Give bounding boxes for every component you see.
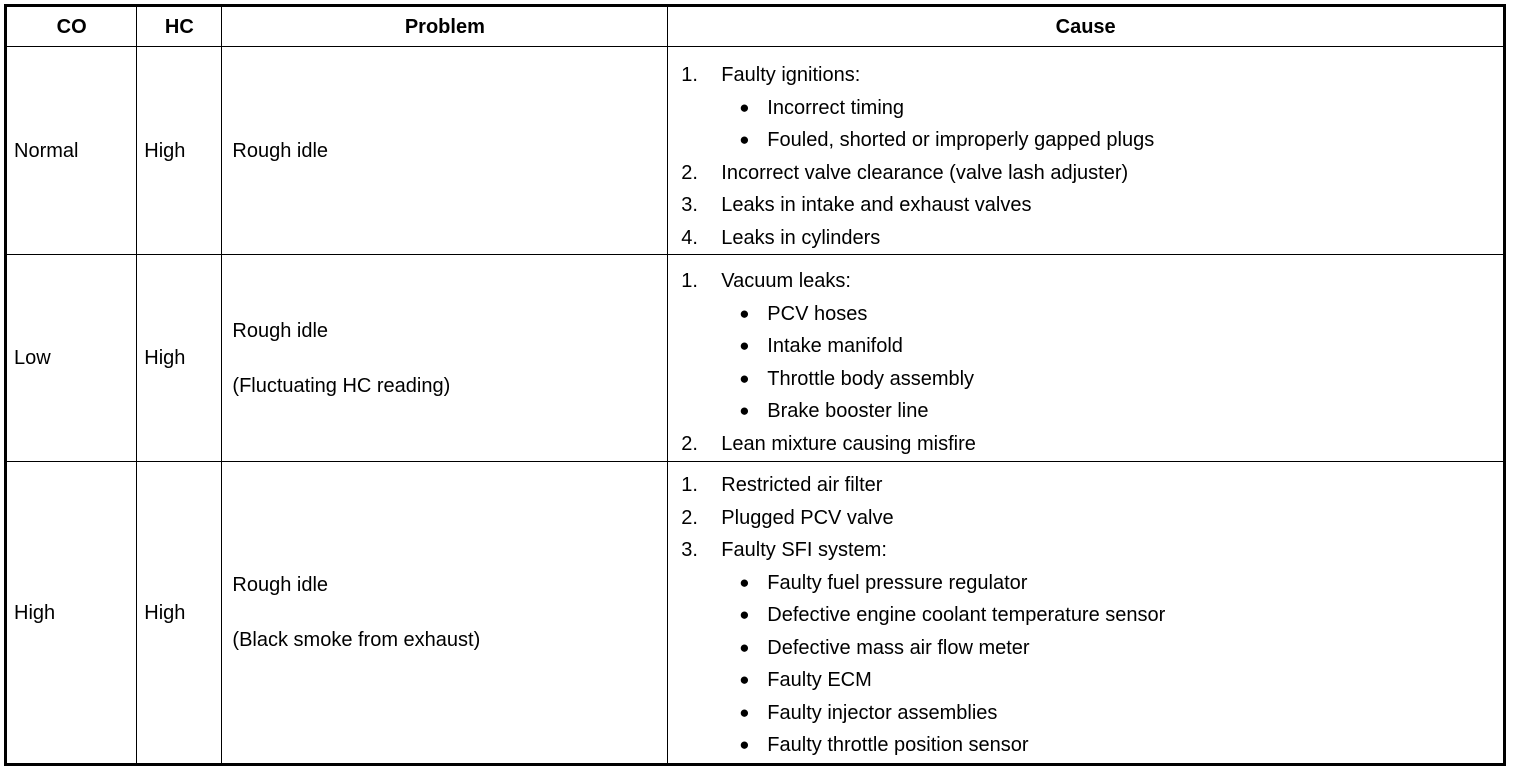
cause-item: 3. Leaks in intake and exhaust valves [668,189,1503,222]
cell-cause: 1. Vacuum leaks: ● PCV hoses ● Intake ma… [667,254,1505,462]
cause-sub-item: ● Faulty injector assemblies [721,697,1503,730]
cause-top-spacer [668,462,1503,469]
cause-sub-item: ● Throttle body assembly [721,363,1503,396]
cause-sub-item: ● Faulty ECM [721,664,1503,697]
cause-sub-item-label: Defective mass air flow meter [767,636,1030,659]
cause-item-label: Incorrect valve clearance (valve lash ad… [721,161,1129,184]
bullet-icon: ● [739,401,750,420]
cause-sub-item: ● Faulty throttle position sensor [721,729,1503,762]
cell-hc: High [136,46,223,255]
cause-sub-item-label: PCV hoses [767,302,868,325]
cause-item: 3. Faulty SFI system: ● Faulty fuel pres… [668,534,1503,762]
cause-item-number: 4. [681,226,698,249]
column-header-cause: Cause [667,5,1505,47]
cause-top-spacer [668,47,1503,59]
cause-item-number: 1. [681,474,698,496]
cause-sub-item-label: Fouled, shorted or improperly gapped plu… [767,129,1155,151]
cause-item-number: 2. [681,432,698,455]
cell-problem: Rough idle (Black smoke from exhaust) [221,461,669,765]
cause-sub-item-label: Faulty fuel pressure regulator [767,571,1028,594]
cause-item: 4. Leaks in cylinders [668,222,1503,255]
table-row: High High Rough idle (Black smoke from e… [4,461,1505,765]
table-row: Low High Rough idle (Fluctuating HC read… [4,254,1505,462]
cause-sub-item: ● Incorrect timing [721,92,1503,125]
bullet-icon: ● [739,572,750,592]
table-header-row: CO HC Problem Cause [4,5,1505,47]
cause-sub-list: ● Faulty fuel pressure regulator ● Defec… [721,567,1503,762]
emission-diagnosis-table: CO HC Problem Cause Normal High Rough id… [4,4,1506,766]
bullet-icon: ● [739,637,750,657]
cause-sub-item: ● PCV hoses [721,298,1503,331]
problem-note-text: (Fluctuating HC reading) [232,374,451,397]
problem-note-text: (Black smoke from exhaust) [232,629,481,651]
problem-main-text: Rough idle [232,574,329,596]
problem-main-text: Rough idle [232,319,329,342]
cause-item: 1. Faulty ignitions: ● Incorrect timing … [668,59,1503,157]
column-header-problem: Problem [221,5,669,47]
cause-item: 1. Restricted air filter [668,469,1503,502]
cause-sub-item: ● Defective engine coolant temperature s… [721,599,1503,632]
cause-sub-item-label: Intake manifold [767,335,903,357]
cause-item: 2. Incorrect valve clearance (valve lash… [668,157,1503,190]
cause-list: 1. Faulty ignitions: ● Incorrect timing … [668,59,1503,254]
cause-item-label: Faulty SFI system: [721,539,887,561]
cause-item-number: 3. [681,539,698,561]
cause-sub-item-label: Incorrect timing [767,96,905,119]
cause-item-label: Leaks in cylinders [721,226,881,249]
cause-sub-item: ● Defective mass air flow meter [721,632,1503,665]
bullet-icon: ● [739,303,750,323]
cell-co: High [4,461,138,765]
bullet-icon: ● [739,735,750,754]
cause-sub-item-label: Brake booster line [767,400,929,422]
cell-co: Normal [4,46,138,255]
cause-item-number: 2. [681,161,698,184]
cause-sub-list: ● PCV hoses ● Intake manifold ● Throttle… [721,298,1503,428]
cause-item-number: 3. [681,194,698,216]
cause-item-label: Faulty ignitions: [721,64,861,86]
cause-item-number: 2. [681,506,698,529]
cause-sub-item: ● Brake booster line [721,395,1503,428]
cell-cause: 1. Restricted air filter 2. Plugged PCV … [667,461,1505,765]
bullet-icon: ● [739,336,750,355]
cause-item-label: Plugged PCV valve [721,506,894,529]
problem-main-text: Rough idle [232,139,329,162]
cell-problem: Rough idle (Fluctuating HC reading) [221,254,669,462]
cause-sub-item-label: Faulty throttle position sensor [767,734,1029,756]
cause-top-spacer [668,255,1503,265]
cause-sub-item-label: Defective engine coolant temperature sen… [767,604,1166,626]
cause-sub-item-label: Faulty injector assemblies [767,701,998,724]
cause-sub-item: ● Intake manifold [721,330,1503,363]
cause-item-label: Lean mixture causing misfire [721,432,976,455]
cause-item-number: 1. [681,64,698,86]
cell-hc: High [136,254,223,462]
cell-cause: 1. Faulty ignitions: ● Incorrect timing … [667,46,1505,255]
cause-item: 1. Vacuum leaks: ● PCV hoses ● Intake ma… [668,265,1503,428]
bullet-icon: ● [739,702,750,722]
cause-item-number: 1. [681,270,698,292]
cause-item: 2. Lean mixture causing misfire [668,428,1503,461]
cause-item-label: Restricted air filter [721,474,883,496]
cell-co: Low [4,254,138,462]
cause-sub-item: ● Fouled, shorted or improperly gapped p… [721,124,1503,157]
cause-sub-item-label: Faulty ECM [767,669,872,691]
bullet-icon: ● [739,130,750,149]
bullet-icon: ● [739,368,750,388]
bullet-icon: ● [739,97,750,117]
cell-hc: High [136,461,223,765]
table-row: Normal High Rough idle 1. Faulty ignitio… [4,46,1505,255]
column-header-co: CO [4,5,138,47]
cause-item-label: Leaks in intake and exhaust valves [721,194,1032,216]
cause-sub-item: ● Faulty fuel pressure regulator [721,567,1503,600]
bullet-icon: ● [739,670,750,689]
bullet-icon: ● [739,605,750,624]
cause-sub-list: ● Incorrect timing ● Fouled, shorted or … [721,92,1503,157]
cause-list: 1. Vacuum leaks: ● PCV hoses ● Intake ma… [668,265,1503,460]
cause-sub-item-label: Throttle body assembly [767,367,975,390]
cell-problem: Rough idle [221,46,669,255]
cause-item: 2. Plugged PCV valve [668,502,1503,535]
column-header-hc: HC [136,5,223,47]
cause-item-label: Vacuum leaks: [721,270,851,292]
cause-list: 1. Restricted air filter 2. Plugged PCV … [668,469,1503,762]
